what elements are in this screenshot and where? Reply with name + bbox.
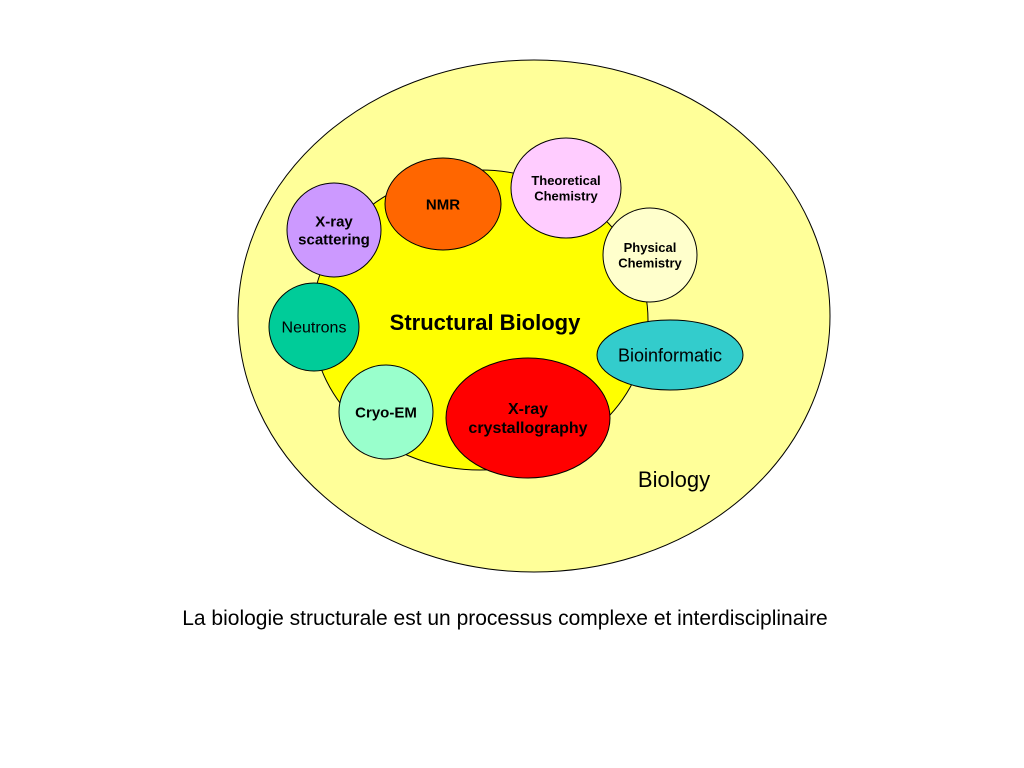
node-x-ray-scattering-circle	[286, 182, 382, 278]
node-nmr-circle	[384, 157, 502, 251]
node-physical-chemistry-circle	[602, 207, 698, 303]
node-neutrons-circle	[268, 282, 360, 372]
node-theoretical-chemistry-circle	[510, 137, 622, 239]
node-cryo-em: Cryo-EM	[338, 364, 434, 460]
node-physical-chemistry-label: Physical	[624, 240, 677, 255]
node-x-ray-crystallography-circle	[445, 357, 611, 479]
node-nmr-label: NMR	[426, 196, 460, 213]
node-bioinformatic-label: Bioinformatic	[618, 345, 722, 365]
node-bioinformatic-circle	[596, 319, 744, 391]
node-neutrons-label: Neutrons	[282, 320, 347, 337]
node-theoretical-chemistry-label: Theoretical	[531, 173, 600, 188]
node-x-ray-scattering-label: X-ray	[315, 213, 353, 230]
node-bioinformatic: Bioinformatic	[596, 319, 744, 391]
structural-biology-label: Structural Biology	[390, 310, 581, 335]
node-x-ray-scattering-label: scattering	[298, 231, 370, 248]
biology-label: Biology	[638, 467, 710, 492]
node-cryo-em-circle	[338, 364, 434, 460]
node-x-ray-crystallography-label: X-ray	[508, 401, 548, 418]
node-physical-chemistry-label: Chemistry	[618, 255, 682, 270]
node-neutrons: Neutrons	[268, 282, 360, 372]
caption: La biologie structurale est un processus…	[182, 607, 828, 630]
node-x-ray-crystallography: X-ray crystallography	[445, 357, 611, 479]
structural-biology-diagram: Biology Structural Biology NMR Theoretica…	[237, 59, 831, 573]
node-nmr: NMR	[384, 157, 502, 251]
node-x-ray-crystallography-label: crystallography	[468, 420, 587, 437]
node-theoretical-chemistry-label: Chemistry	[534, 188, 598, 203]
node-cryo-em-label: Cryo-EM	[355, 404, 417, 421]
